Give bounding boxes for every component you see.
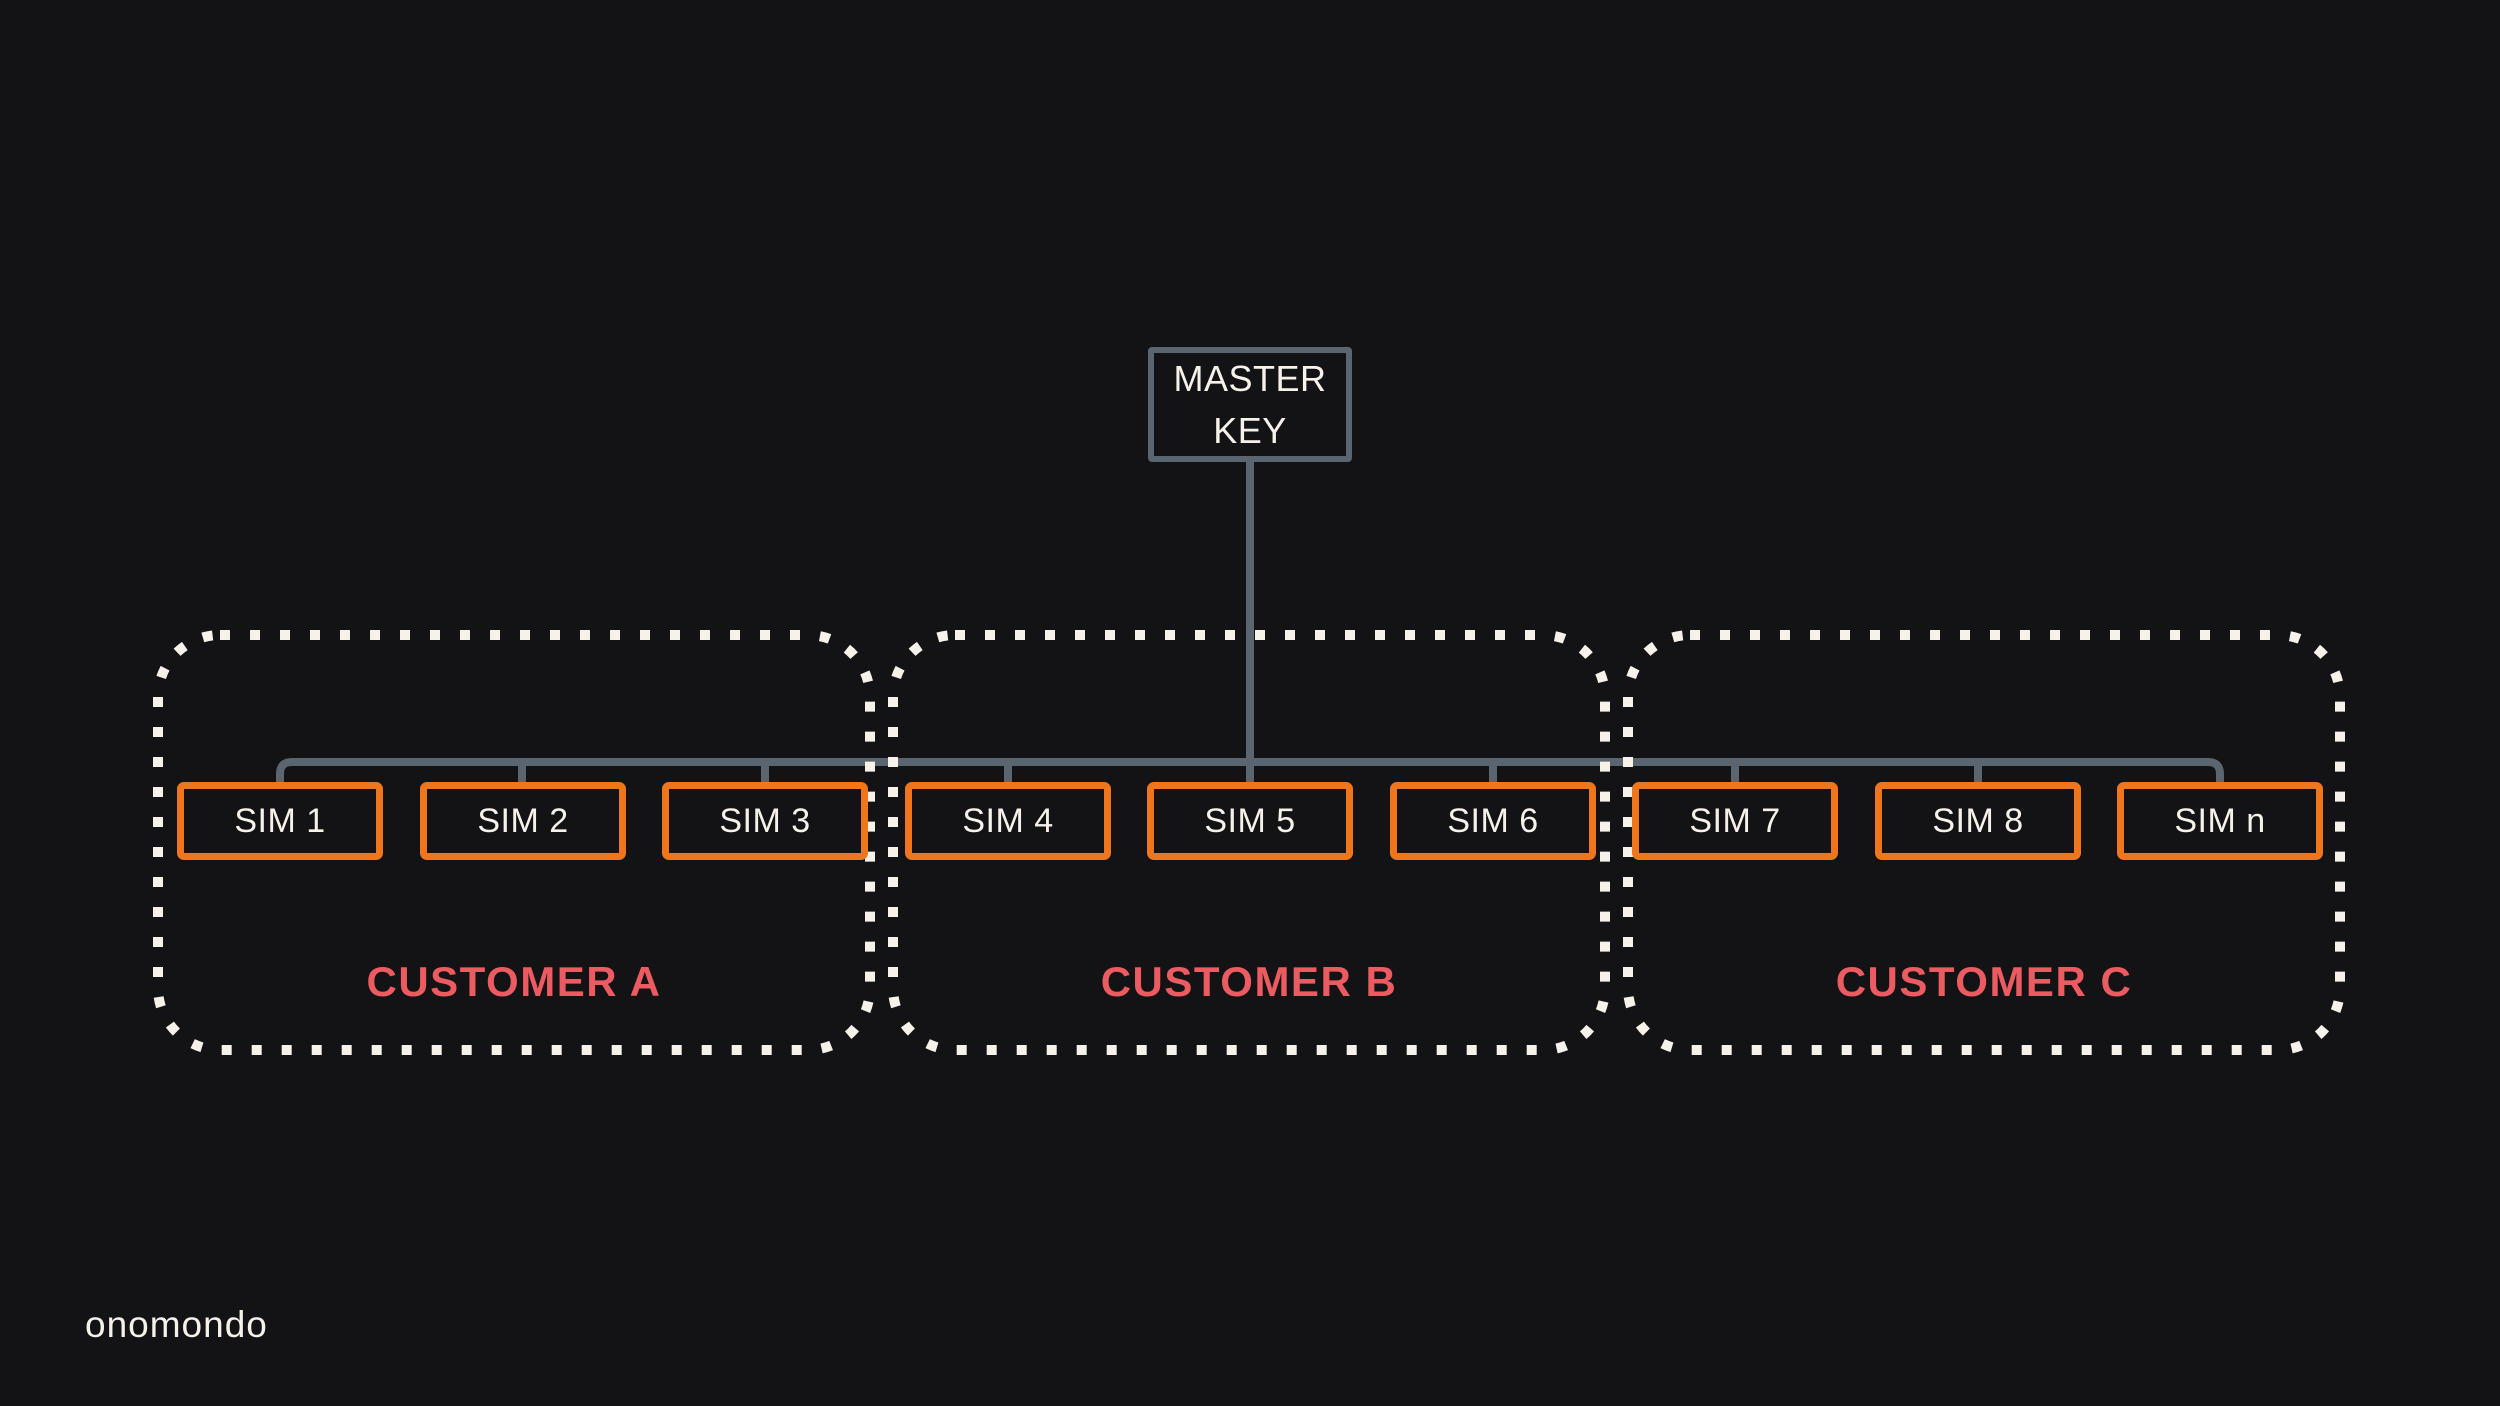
sim-label: SIM 3 bbox=[719, 801, 811, 840]
sim-node-8: SIM 8 bbox=[1875, 782, 2081, 860]
sim-node-7: SIM 7 bbox=[1632, 782, 1838, 860]
sim-label: SIM 1 bbox=[234, 801, 326, 840]
customer-c-group: CUSTOMER C bbox=[1623, 630, 2345, 1055]
sim-node-5: SIM 5 bbox=[1147, 782, 1353, 860]
master-key-label: MASTER KEY bbox=[1173, 357, 1327, 451]
sim-label: SIM 2 bbox=[477, 801, 569, 840]
customer-c-label: CUSTOMER C bbox=[1835, 958, 2133, 1005]
sim-node-2: SIM 2 bbox=[420, 782, 626, 860]
master-key-node: MASTER KEY bbox=[1148, 347, 1352, 462]
sim-label: SIM n bbox=[2174, 801, 2266, 840]
onomondo-logo: onomondo bbox=[85, 1304, 268, 1345]
sim-label: SIM 8 bbox=[1932, 801, 2024, 840]
sim-label: SIM 4 bbox=[962, 801, 1054, 840]
sim-node-1: SIM 1 bbox=[177, 782, 383, 860]
customer-b-label: CUSTOMER B bbox=[1100, 958, 1398, 1005]
customer-a-label: CUSTOMER A bbox=[366, 958, 662, 1005]
bus-line bbox=[276, 758, 2224, 786]
sim-label: SIM 7 bbox=[1689, 801, 1781, 840]
sim-label: SIM 5 bbox=[1204, 801, 1296, 840]
sim-node-3: SIM 3 bbox=[662, 782, 868, 860]
sim-label: SIM 6 bbox=[1447, 801, 1539, 840]
customer-b-group: CUSTOMER B bbox=[888, 630, 1610, 1055]
customer-a-group: CUSTOMER A bbox=[153, 630, 875, 1055]
sim-node-4: SIM 4 bbox=[905, 782, 1111, 860]
sim-node-n: SIM n bbox=[2117, 782, 2323, 860]
sim-node-6: SIM 6 bbox=[1390, 782, 1596, 860]
